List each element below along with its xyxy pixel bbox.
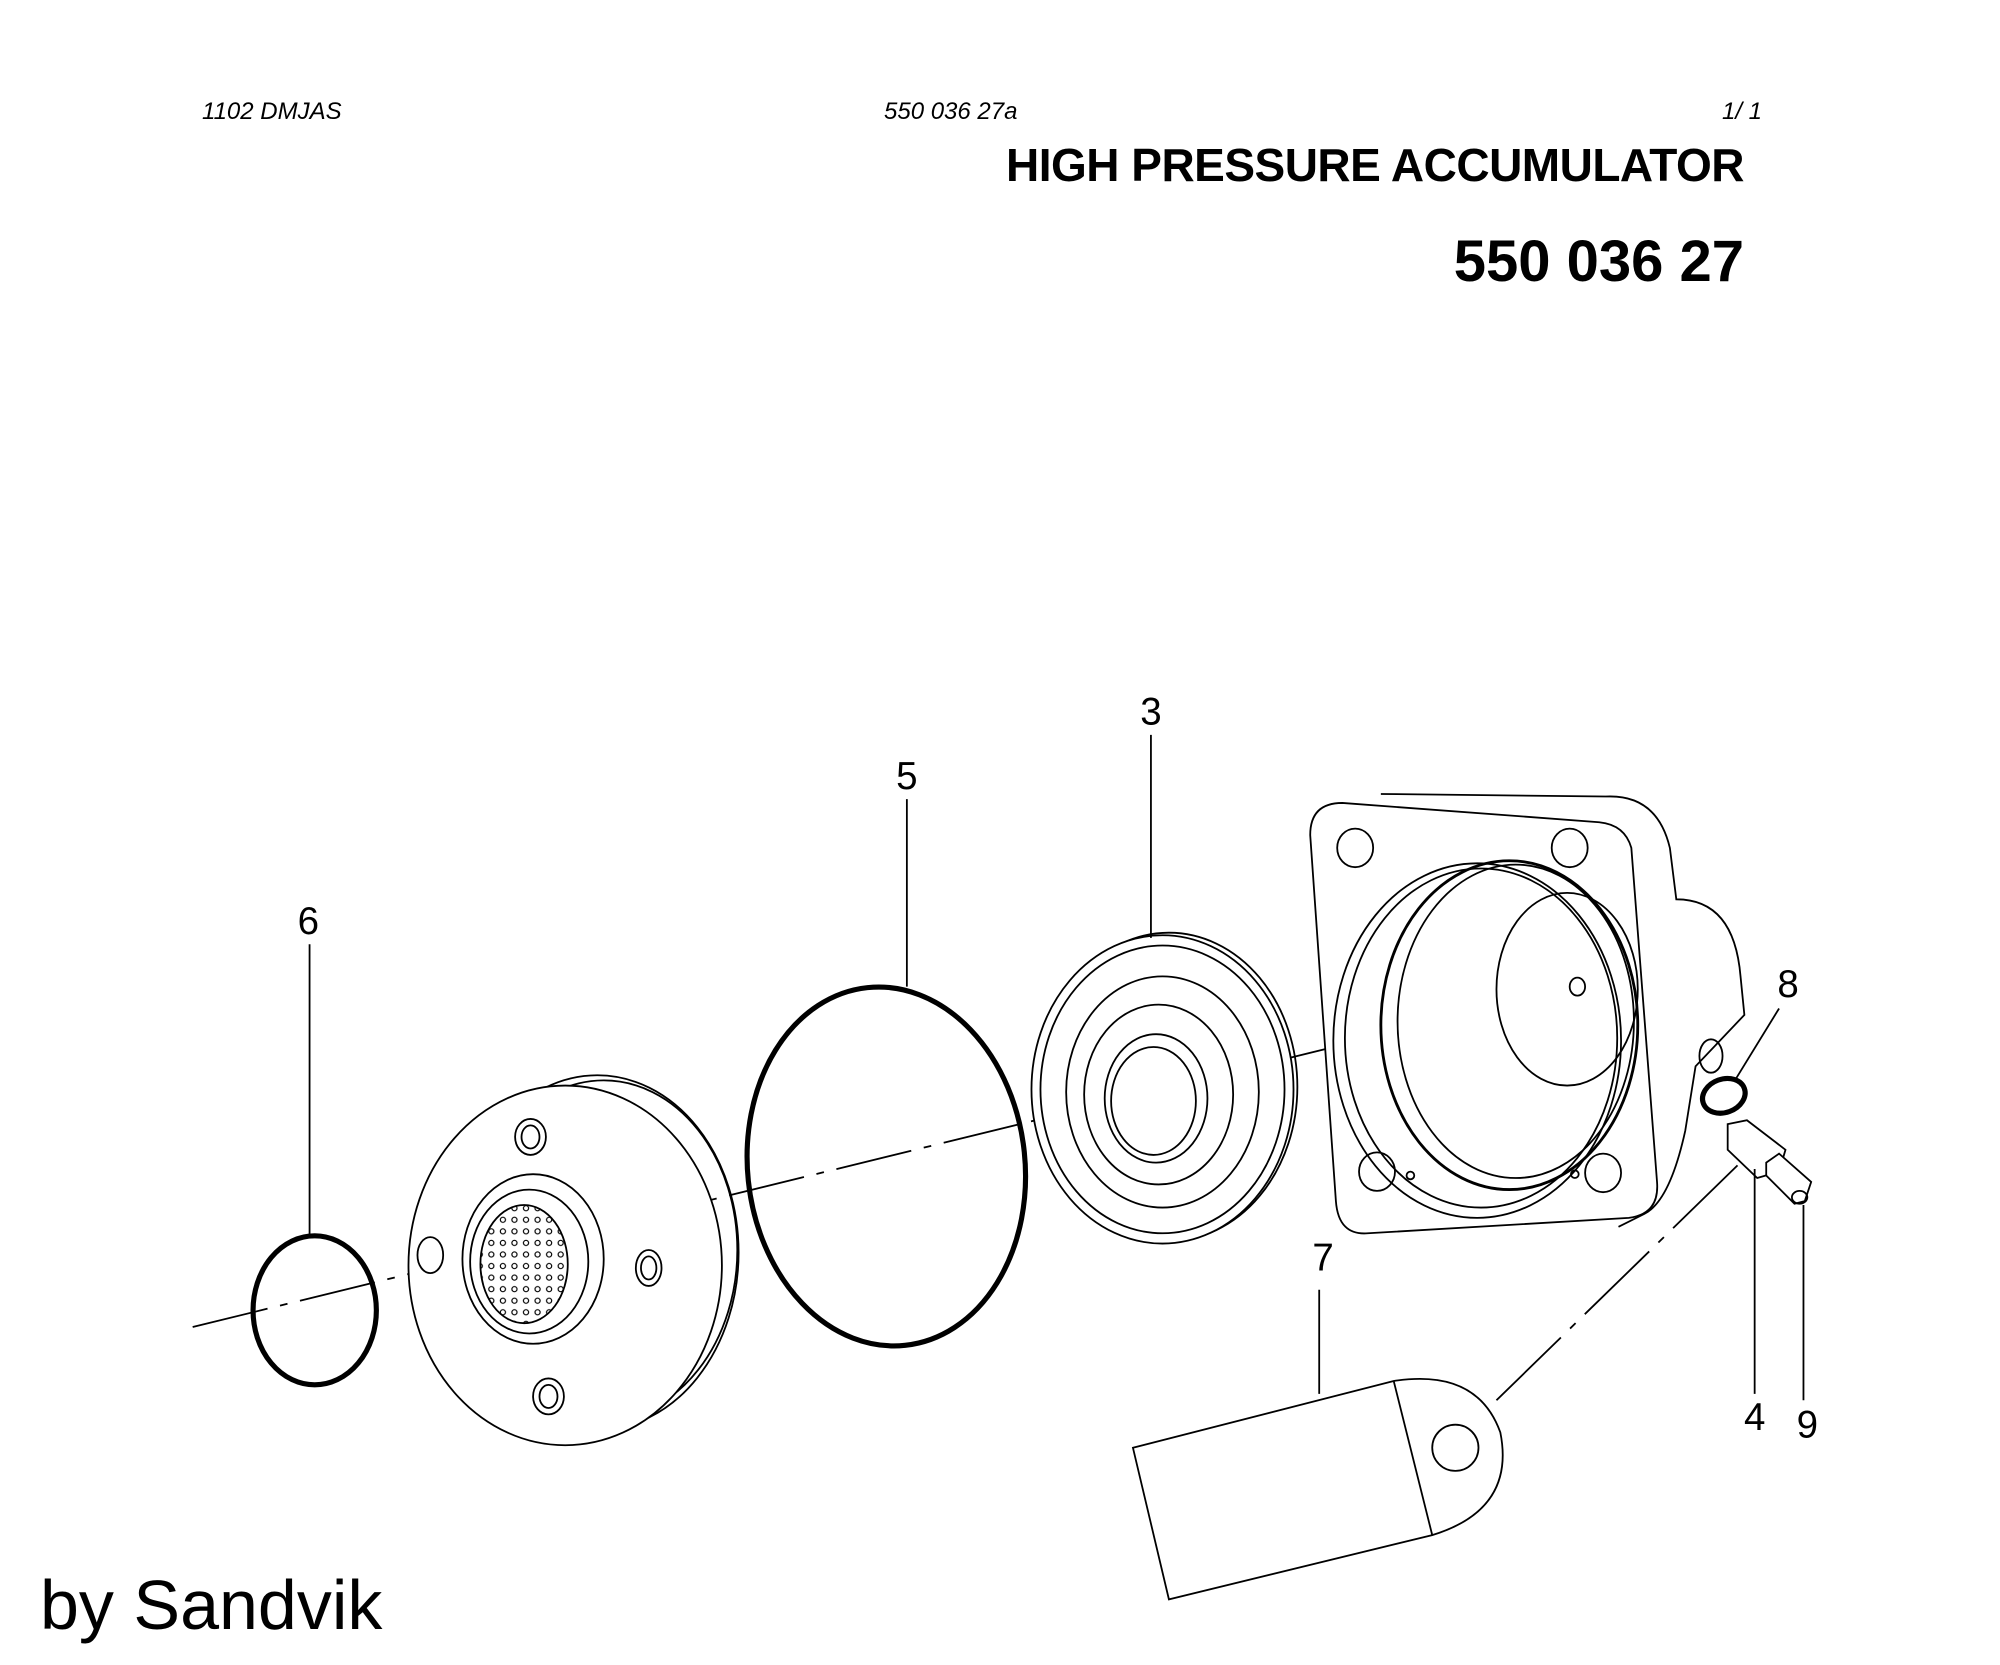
callout-4: 4 — [1744, 1396, 1765, 1439]
callout-5: 5 — [896, 755, 917, 798]
callout-6: 6 — [298, 900, 319, 943]
credit-text: by Sandvik — [40, 1566, 383, 1644]
page-number: 1/ 1 — [1722, 98, 1763, 125]
callout-7: 7 — [1312, 1237, 1333, 1280]
tag-7 — [1131, 1377, 1504, 1601]
o-ring-8 — [1699, 1075, 1748, 1116]
o-ring-6 — [250, 1233, 379, 1388]
piston-3 — [1030, 931, 1299, 1245]
accumulator-housing — [1309, 793, 1746, 1235]
leader-line-8 — [1733, 1008, 1780, 1083]
drawing-number: 550 036 27a — [884, 98, 1018, 125]
document-code: 1102 DMJAS — [202, 98, 342, 125]
part-number: 550 036 27 — [1453, 229, 1744, 294]
drawing-title: HIGH PRESSURE ACCUMULATOR — [1005, 139, 1745, 191]
fitting-4-9 — [1726, 1119, 1813, 1205]
callout-8: 8 — [1777, 963, 1798, 1006]
o-ring-5 — [744, 984, 1029, 1349]
callout-3: 3 — [1140, 691, 1161, 734]
flange-cover — [407, 1074, 740, 1447]
fitting-axis-line — [1495, 1155, 1748, 1401]
callout-9: 9 — [1797, 1404, 1818, 1447]
